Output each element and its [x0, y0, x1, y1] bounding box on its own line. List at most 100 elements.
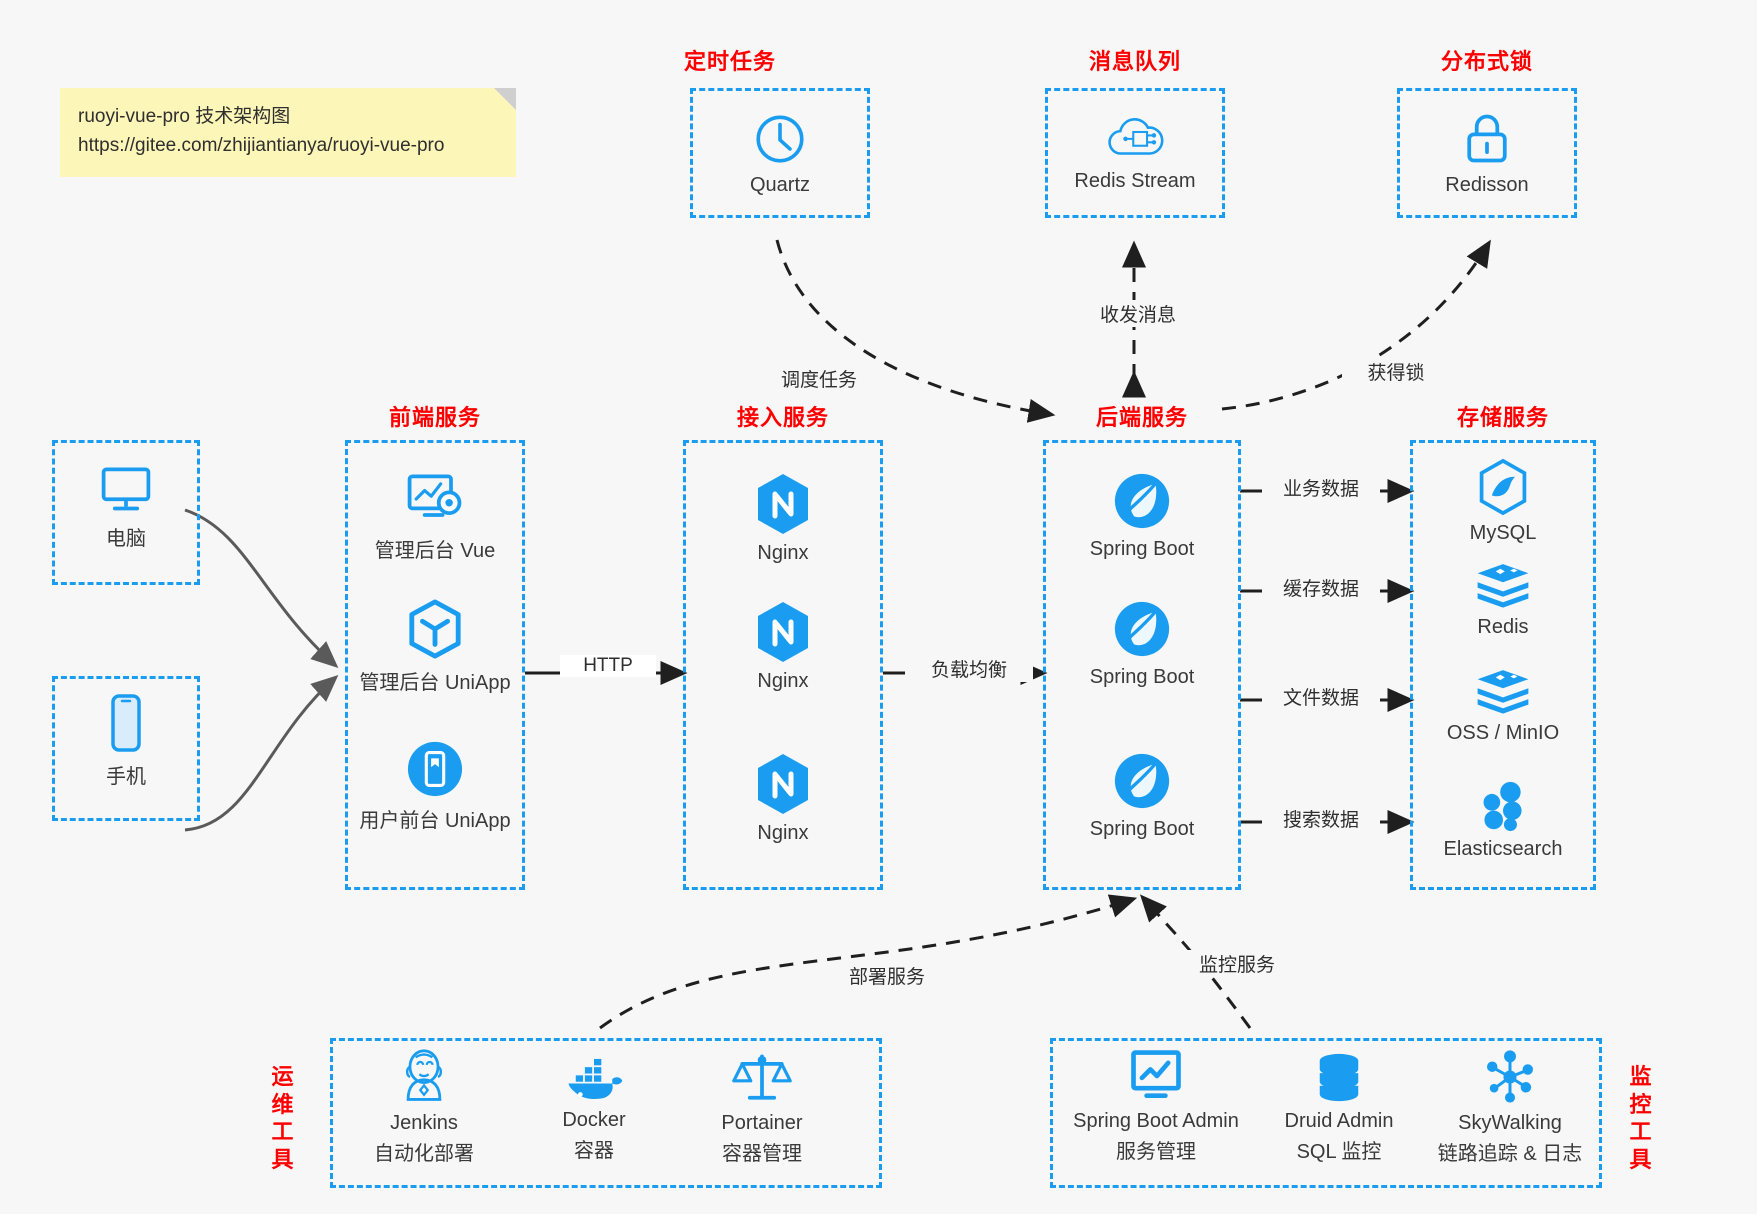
client-box-desktop	[52, 440, 200, 585]
monitor-chart-icon	[1060, 1048, 1252, 1104]
node-label: Docker	[562, 1109, 626, 1131]
mobile-icon	[52, 692, 200, 754]
edge-label-business-data: 业务数据	[1262, 474, 1380, 501]
node-oss-minio[interactable]: OSS / MinIO	[1410, 666, 1596, 745]
node-redis[interactable]: Redis	[1410, 560, 1596, 639]
note-fold-corner	[494, 88, 516, 110]
node-spring-boot-admin[interactable]: Spring Boot Admin 服务管理	[1060, 1048, 1252, 1164]
node-label: Nginx	[757, 822, 809, 844]
node-sublabel: 容器	[574, 1140, 614, 1162]
group-title-gateway: 接入服务	[736, 405, 829, 430]
edge-label-search-data: 搜索数据	[1262, 805, 1380, 832]
oss-icon	[1410, 666, 1596, 716]
node-sublabel: 自动化部署	[374, 1143, 474, 1165]
edge-label-http: HTTP	[560, 655, 656, 677]
group-box-frontend	[345, 440, 525, 890]
node-label: Nginx	[757, 670, 809, 692]
node-label: 电脑	[106, 528, 146, 550]
node-user-uniapp[interactable]: 用户前台 UniApp	[345, 740, 525, 833]
node-admin-vue[interactable]: 管理后台 Vue	[345, 470, 525, 563]
spring-boot-icon	[1043, 598, 1241, 660]
redis-icon	[1410, 560, 1596, 610]
dashboard-vue-icon	[345, 470, 525, 528]
node-nginx-3[interactable]: Nginx	[683, 752, 883, 845]
group-title-frontend: 前端服务	[388, 405, 481, 430]
node-mobile[interactable]: 手机	[52, 692, 200, 789]
node-nginx-2[interactable]: Nginx	[683, 600, 883, 693]
group-title-monitor: 监控 工具	[1620, 1063, 1662, 1173]
group-title-devops: 运维 工具	[262, 1063, 304, 1173]
node-label: Nginx	[757, 542, 809, 564]
node-admin-uniapp[interactable]: 管理后台 UniApp	[345, 598, 525, 695]
edge-label-load-balance: 负载均衡	[905, 655, 1033, 682]
group-title-devops-line1: 运维	[271, 1064, 295, 1117]
nginx-icon	[683, 472, 883, 536]
node-label: 管理后台 UniApp	[359, 672, 511, 694]
group-title-monitor-line2: 工具	[1629, 1119, 1653, 1172]
node-sublabel: 容器管理	[722, 1143, 802, 1165]
node-desktop[interactable]: 电脑	[52, 460, 200, 551]
edge-desktop-to-frontend	[184, 508, 339, 668]
portainer-icon	[678, 1050, 846, 1106]
group-box-scheduled-task	[690, 88, 870, 218]
node-label: 用户前台 UniApp	[359, 810, 511, 832]
node-label: 管理后台 Vue	[374, 540, 496, 562]
node-sublabel: 链路追踪 & 日志	[1437, 1143, 1583, 1165]
node-redis-stream[interactable]: Redis Stream	[1045, 112, 1225, 193]
node-label: Spring Boot	[1089, 538, 1195, 560]
node-spring-boot-3[interactable]: Spring Boot	[1043, 750, 1241, 841]
mobile-app-icon	[345, 740, 525, 798]
clock-icon	[690, 110, 870, 168]
group-box-message-queue	[1045, 88, 1225, 218]
group-box-distributed-lock	[1397, 88, 1577, 218]
edge-label-deploy-service: 部署服务	[828, 962, 946, 989]
nginx-icon	[683, 752, 883, 816]
group-title-devops-line2: 工具	[271, 1119, 295, 1172]
node-label: Spring Boot Admin	[1073, 1110, 1239, 1132]
note-url: https://gitee.com/zhijiantianya/ruoyi-vu…	[78, 135, 445, 157]
elasticsearch-icon	[1410, 780, 1596, 832]
node-label: Spring Boot	[1089, 666, 1195, 688]
edge-label-monitor-service: 监控服务	[1178, 950, 1296, 977]
group-title-storage: 存储服务	[1456, 405, 1549, 430]
spring-boot-icon	[1043, 750, 1241, 812]
group-title-backend: 后端服务	[1095, 405, 1188, 430]
edge-mobile-to-frontend	[184, 675, 339, 832]
group-box-monitor	[1050, 1038, 1602, 1188]
edge-label-schedule-task: 调度任务	[760, 365, 878, 392]
node-label: OSS / MinIO	[1446, 722, 1560, 744]
node-druid-admin[interactable]: Druid Admin SQL 监控	[1255, 1052, 1423, 1164]
node-redisson[interactable]: Redisson	[1397, 110, 1577, 197]
node-label: Quartz	[749, 174, 811, 196]
cube-uniapp-icon	[345, 598, 525, 660]
node-skywalking[interactable]: SkyWalking 链路追踪 & 日志	[1420, 1048, 1600, 1166]
node-sublabel: 服务管理	[1116, 1141, 1196, 1163]
node-portainer[interactable]: Portainer 容器管理	[678, 1050, 846, 1166]
node-mysql[interactable]: MySQL	[1410, 458, 1596, 545]
node-jenkins[interactable]: Jenkins 自动化部署	[340, 1048, 508, 1166]
node-label: SkyWalking	[1458, 1112, 1562, 1134]
client-box-mobile	[52, 676, 200, 821]
nginx-icon	[683, 600, 883, 664]
desktop-icon	[52, 460, 200, 516]
skywalking-icon	[1420, 1048, 1600, 1106]
node-label: Redisson	[1445, 174, 1529, 196]
node-quartz[interactable]: Quartz	[690, 110, 870, 197]
node-docker[interactable]: Docker 容器	[510, 1055, 678, 1163]
group-title-message-queue: 消息队列	[1088, 49, 1181, 74]
node-nginx-1[interactable]: Nginx	[683, 472, 883, 565]
node-label: Druid Admin	[1284, 1110, 1394, 1132]
group-box-gateway	[683, 440, 883, 890]
spring-boot-icon	[1043, 470, 1241, 532]
group-title-monitor-line1: 监控	[1629, 1064, 1653, 1117]
node-spring-boot-2[interactable]: Spring Boot	[1043, 598, 1241, 689]
node-label: Jenkins	[390, 1112, 458, 1134]
node-sublabel: SQL 监控	[1296, 1141, 1382, 1163]
node-label: MySQL	[1469, 522, 1537, 544]
edge-label-acquire-lock: 获得锁	[1342, 358, 1450, 385]
note-title: ruoyi-vue-pro 技术架构图	[78, 106, 291, 127]
node-spring-boot-1[interactable]: Spring Boot	[1043, 470, 1241, 561]
node-elasticsearch[interactable]: Elasticsearch	[1410, 780, 1596, 861]
lock-icon	[1397, 110, 1577, 168]
